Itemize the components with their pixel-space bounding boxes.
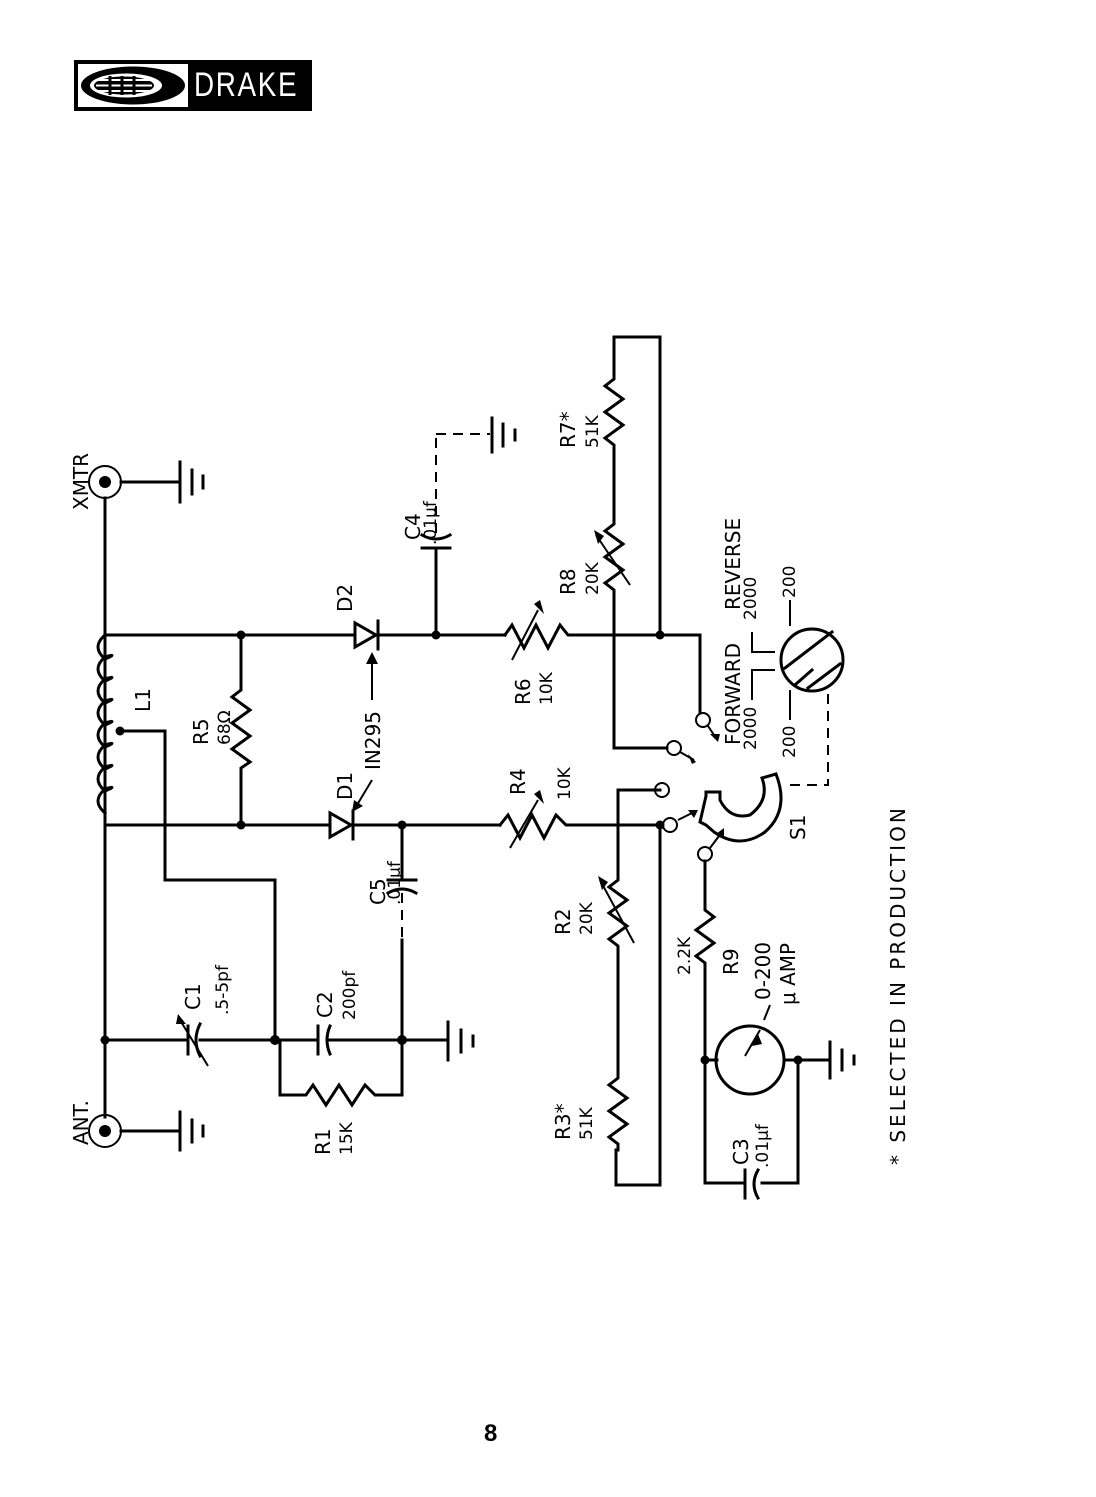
r4-value: 10K: [555, 766, 575, 800]
reverse-200-label: 200: [780, 566, 800, 598]
xmtr-ground-icon: [178, 460, 205, 504]
r1-value: 15K: [337, 1121, 357, 1155]
microammeter-icon: [714, 1024, 786, 1096]
diode-type-label: IN295: [361, 711, 385, 770]
r7-value: 51K: [583, 414, 603, 448]
c4-capacitor: [419, 433, 490, 637]
ant-ground-icon: [178, 1110, 205, 1152]
ant-label: ANT.: [69, 1100, 93, 1145]
r6-potentiometer: [502, 600, 620, 661]
r3-value: 51K: [577, 1106, 597, 1140]
forward-200-label: 200: [780, 726, 800, 758]
c3-value: .01μf: [753, 1123, 773, 1168]
c4-ground-icon: [490, 416, 517, 454]
c5-ref: C5: [366, 878, 390, 905]
c3-ref: C3: [729, 1138, 753, 1165]
forward-label: FORWARD: [721, 643, 745, 745]
r2-ref: R2: [551, 908, 575, 935]
s1-contact-meter: [697, 846, 713, 862]
c4-ref: C4: [401, 513, 425, 540]
meter-ground-icon: [828, 1040, 856, 1080]
page-number: 8: [484, 1420, 498, 1447]
r5-value: 68Ω: [215, 710, 235, 745]
forward-2000-label: 2000: [741, 707, 761, 750]
c4-value: .01μf: [421, 500, 441, 545]
r9-ref: R9: [719, 948, 743, 975]
r3-resistor: [606, 1068, 630, 1152]
s1-contact-common: [662, 817, 678, 833]
r6-ref: R6: [511, 678, 535, 705]
d1-diode: [328, 809, 355, 841]
r9-value: 2.2K: [675, 936, 695, 975]
brand-name: DRAKE: [194, 66, 299, 104]
footnote: * SELECTED IN PRODUCTION: [886, 805, 910, 1165]
c3-capacitor: [743, 1167, 761, 1201]
reverse-2000-label: 2000: [741, 577, 761, 620]
r2-value: 20K: [577, 901, 597, 935]
r7-ref: R7*: [556, 411, 580, 448]
reverse-label: REVERSE: [721, 518, 745, 610]
c5-value: .01μf: [385, 860, 405, 905]
r5-resistor: [229, 633, 253, 827]
c2-value: 200pf: [340, 970, 360, 1020]
r2-potentiometer: [598, 868, 635, 1072]
s1-contact-rev: [695, 712, 711, 728]
s1-contact-fwd-lo: [666, 740, 682, 756]
r4-potentiometer: [497, 790, 662, 849]
meter-range-label: 0-200: [751, 942, 775, 1000]
drake-emblem-icon: [78, 64, 188, 107]
s1-label: S1: [786, 815, 810, 840]
d2-label: D2: [333, 584, 357, 612]
meter-unit-label: μ AMP: [776, 943, 800, 1005]
c2-capacitor: [316, 1024, 332, 1056]
c1-value: .5-5pf: [213, 964, 233, 1015]
c2-ground-icon: [446, 1020, 475, 1062]
r1-ref: R1: [311, 1128, 335, 1155]
c5-capacitor: [385, 823, 419, 1042]
r7-resistor: [602, 335, 662, 637]
l1-label: L1: [131, 688, 155, 712]
r8-value: 20K: [583, 561, 603, 595]
r3-ref: R3*: [551, 1103, 575, 1140]
r8-ref: R8: [556, 568, 580, 595]
drake-logo: DRAKE: [74, 60, 312, 111]
r5-ref: R5: [189, 718, 213, 745]
c1-ref: C1: [181, 983, 205, 1010]
d1-label: D1: [333, 772, 357, 800]
s1-rotary-switch[interactable]: [677, 772, 783, 849]
l1-coil: [96, 632, 114, 816]
s1-contact-fwd-hi: [654, 782, 670, 798]
ant-connector: [88, 1114, 180, 1148]
d2-diode: [353, 619, 380, 651]
xmtr-label: XMTR: [69, 453, 93, 510]
c2-ref: C2: [313, 991, 337, 1018]
xmtr-connector: [88, 465, 180, 499]
r8-potentiometer: [594, 468, 631, 637]
range-switch-icon[interactable]: [779, 627, 845, 693]
r4-ref: R4: [506, 768, 530, 795]
r9-resistor: [693, 903, 717, 1057]
c1-variable-capacitor: [176, 1014, 209, 1067]
r1-resistor: [278, 1038, 404, 1108]
r6-value: 10K: [537, 671, 557, 705]
